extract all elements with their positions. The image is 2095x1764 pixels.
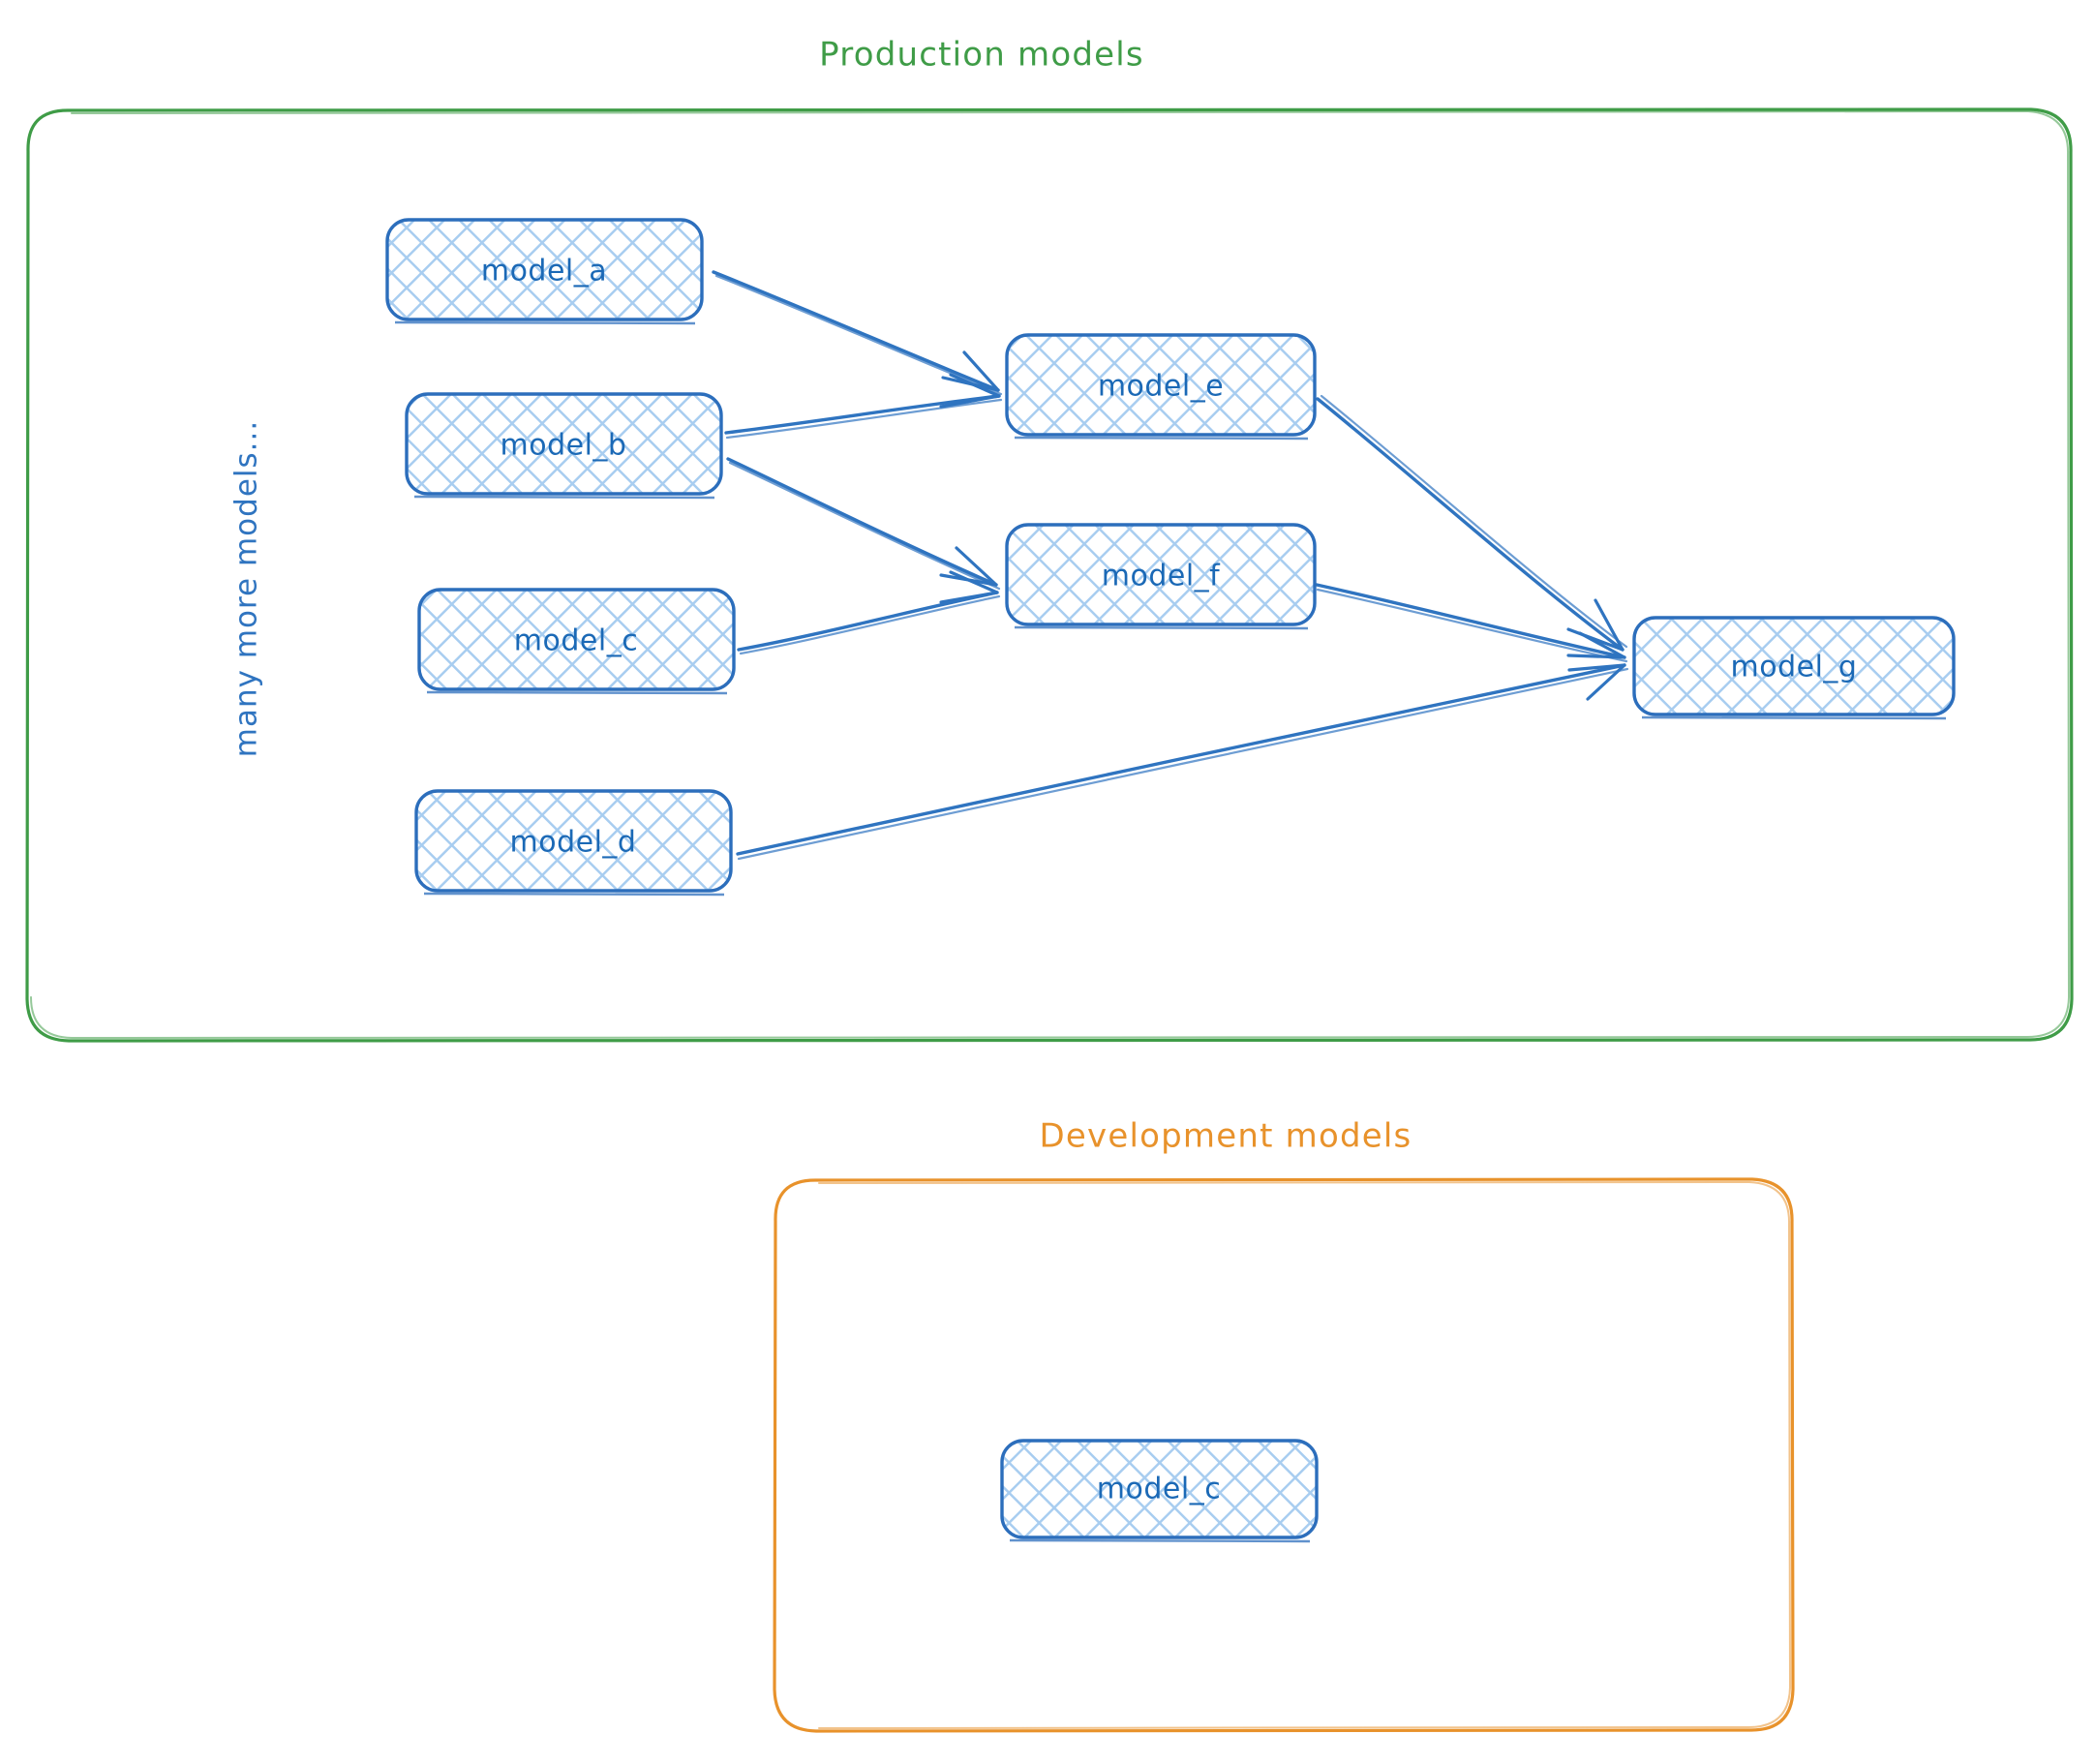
node-model-f[interactable]: model_f bbox=[1005, 523, 1317, 630]
development-group-label: Development models bbox=[1040, 1117, 1412, 1156]
development-border-sketch bbox=[818, 1181, 1791, 1729]
node-model-e-sketch-line bbox=[1014, 436, 1309, 441]
node-model-d[interactable]: model_d bbox=[414, 789, 733, 897]
edge-model-a-to-model-e bbox=[712, 270, 1003, 396]
node-model-f-box[interactable] bbox=[1005, 523, 1317, 626]
node-model-c-box[interactable] bbox=[417, 588, 736, 691]
node-model-c-dev-box[interactable] bbox=[1000, 1439, 1319, 1539]
edge-model-b-to-model-e bbox=[724, 373, 1003, 440]
edge-model-f-to-model-g bbox=[1315, 583, 1628, 663]
node-model-g-label: model_g bbox=[1731, 651, 1858, 684]
node-model-g-box[interactable] bbox=[1632, 616, 1956, 716]
node-model-b-sketch-line bbox=[413, 495, 715, 500]
edge-model-b-to-model-f bbox=[726, 457, 1001, 591]
production-border bbox=[25, 107, 2074, 1043]
node-model-e-label: model_e bbox=[1098, 370, 1224, 404]
edges-layer bbox=[712, 270, 1629, 861]
node-model-b-label: model_b bbox=[501, 429, 627, 463]
node-model-c[interactable]: model_c bbox=[417, 588, 736, 695]
node-model-c-dev[interactable]: model_c bbox=[1000, 1439, 1319, 1543]
node-model-f-sketch-line bbox=[1014, 625, 1309, 630]
node-model-g-sketch-line bbox=[1641, 715, 1947, 720]
node-model-a-sketch-line bbox=[394, 320, 696, 325]
node-model-e-box[interactable] bbox=[1005, 333, 1317, 437]
node-model-c-label: model_c bbox=[514, 624, 638, 658]
node-model-d-box[interactable] bbox=[414, 789, 733, 893]
group-production: Production models bbox=[25, 36, 2074, 1043]
many-more-models-label: many more models... bbox=[229, 420, 264, 757]
node-model-d-sketch-line bbox=[423, 892, 725, 897]
annotation-many-more-models: many more models... bbox=[229, 420, 264, 757]
node-model-a[interactable]: model_a bbox=[385, 218, 704, 325]
node-model-c-sketch-line bbox=[426, 690, 728, 695]
edge-model-c-to-model-f bbox=[737, 570, 1001, 655]
production-border-sketch bbox=[30, 110, 2070, 1039]
edge-model-d-to-model-g bbox=[736, 663, 1629, 861]
node-model-f-label: model_f bbox=[1102, 560, 1221, 593]
development-border bbox=[773, 1177, 1795, 1733]
node-model-b-box[interactable] bbox=[405, 392, 723, 496]
node-model-d-label: model_d bbox=[510, 826, 637, 860]
node-model-b[interactable]: model_b bbox=[405, 392, 723, 500]
node-model-e[interactable]: model_e bbox=[1005, 333, 1317, 441]
node-model-g[interactable]: model_g bbox=[1632, 616, 1956, 720]
production-group-label: Production models bbox=[819, 36, 1144, 75]
edge-model-e-to-model-g bbox=[1316, 394, 1628, 652]
node-model-a-label: model_a bbox=[481, 255, 607, 289]
node-model-c-dev-sketch-line bbox=[1009, 1538, 1311, 1543]
group-development: Development models bbox=[773, 1117, 1795, 1733]
node-model-c-dev-label: model_c bbox=[1097, 1473, 1221, 1506]
node-model-a-box[interactable] bbox=[385, 218, 704, 321]
